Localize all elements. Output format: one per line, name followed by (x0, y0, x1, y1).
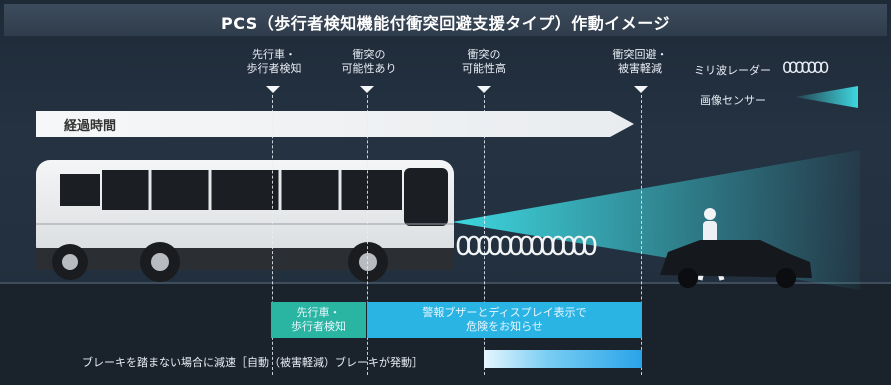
stage-line-avoid (641, 95, 642, 375)
phase-warning-line1: 警報ブザーとディスプレイ表示で (422, 306, 587, 319)
phase-warning-bar: 警報ブザーとディスプレイ表示で 危険をお知らせ (367, 302, 642, 338)
phase-detect-bar: 先行車・ 歩行者検知 (271, 302, 366, 338)
camera-legend-label: 画像センサー (700, 94, 766, 107)
stage-line-detect (272, 95, 273, 375)
stage-marker-detect (266, 86, 280, 93)
stage-label-detect: 先行車・ 歩行者検知 (234, 48, 314, 76)
phase-detect-line1: 先行車・ (296, 306, 341, 319)
stage-line-high (484, 95, 485, 375)
auto-brake-bar (484, 350, 642, 368)
stage-label-avoid-line2: 被害軽減 (618, 62, 662, 75)
diagram-title: PCS（歩行者検知機能付衝突回避支援タイプ）作動イメージ (221, 14, 670, 33)
car-illustration (660, 240, 812, 288)
stage-marker-high (477, 86, 491, 93)
elapsed-time-arrow (36, 111, 634, 137)
title-bar: PCS（歩行者検知機能付衝突回避支援タイプ）作動イメージ (4, 4, 887, 36)
stage-label-detect-line1: 先行車・ (252, 48, 296, 61)
radar-rings-icon: 0000000 (782, 58, 829, 77)
stage-marker-possible (360, 86, 374, 93)
stage-label-possible-line2: 可能性あり (341, 62, 397, 75)
stage-label-possible-line1: 衝突の (352, 48, 386, 61)
bus-illustration (36, 160, 454, 282)
stage-label-high: 衝突の 可能性高 (444, 48, 524, 76)
stage-label-high-line1: 衝突の (467, 48, 501, 61)
radar-waves: 0000000000000 (455, 232, 598, 262)
camera-legend-icon (795, 86, 858, 108)
stage-label-high-line2: 可能性高 (462, 62, 506, 75)
stage-line-possible (367, 95, 368, 375)
elapsed-time-label: 経過時間 (64, 119, 117, 134)
radar-legend-label: ミリ波レーダー (694, 64, 771, 77)
stage-label-avoid-line1: 衝突回避・ (612, 48, 668, 61)
auto-brake-label: ブレーキを踏まない場合に減速［自動（被害軽減）ブレーキが発動］ (82, 356, 423, 369)
phase-warning-line2: 危険をお知らせ (466, 320, 543, 333)
stage-label-detect-line2: 歩行者検知 (246, 62, 302, 75)
stage-marker-avoid (634, 86, 648, 93)
road-edge-line (0, 282, 891, 284)
stage-label-avoid: 衝突回避・ 被害軽減 (600, 48, 680, 76)
stage-label-possible: 衝突の 可能性あり (329, 48, 409, 76)
phase-detect-line2: 歩行者検知 (291, 320, 346, 333)
